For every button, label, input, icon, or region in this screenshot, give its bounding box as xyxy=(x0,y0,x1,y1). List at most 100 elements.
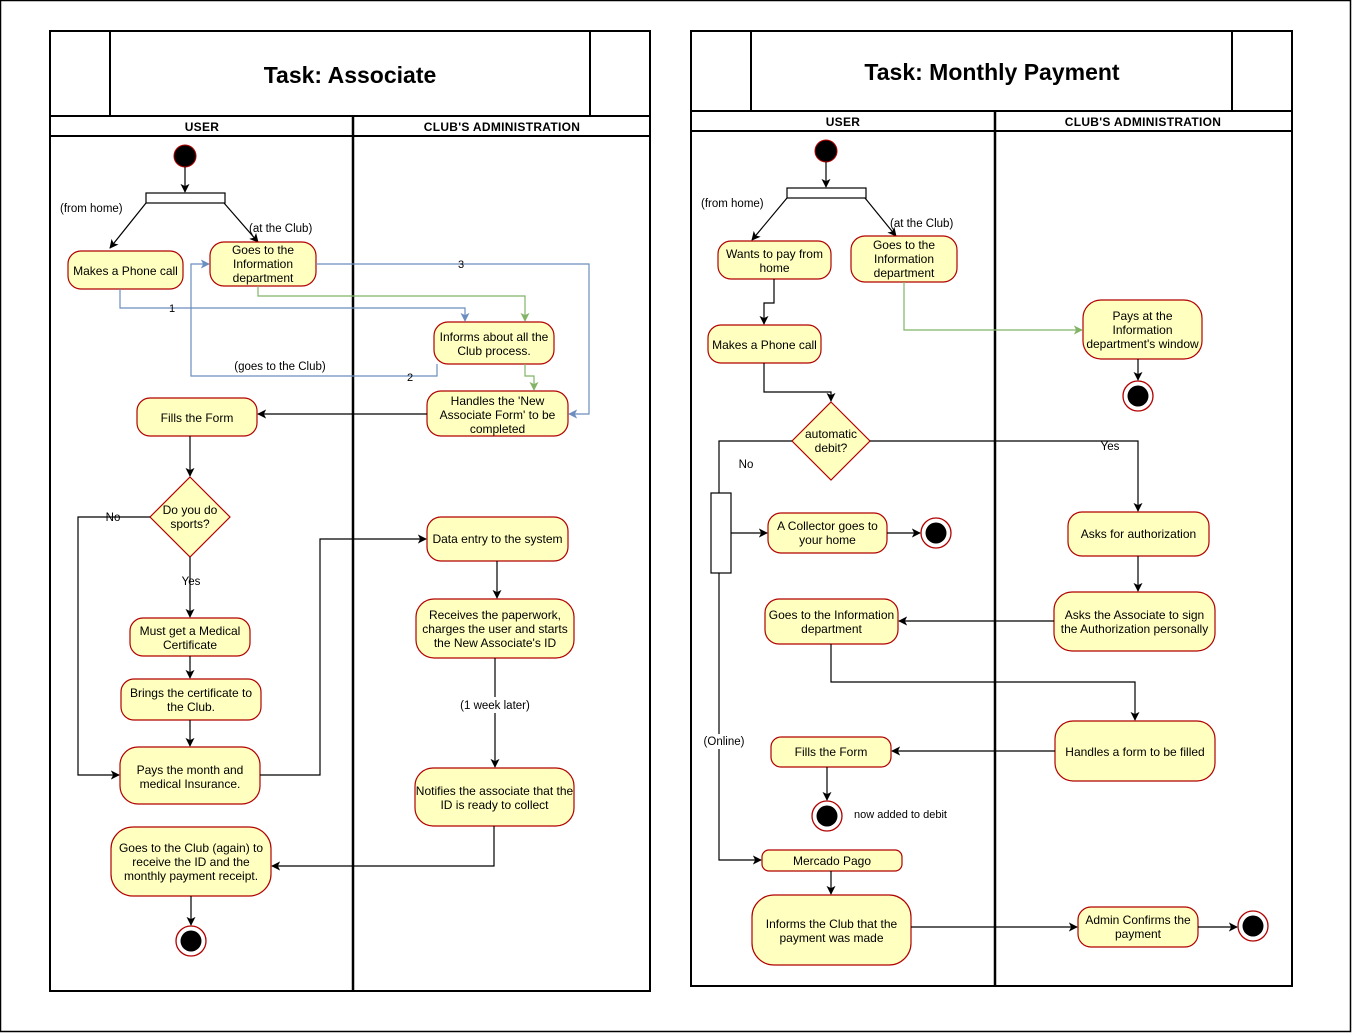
associate-start-node xyxy=(173,144,197,168)
svg-text:automatic: automatic xyxy=(805,427,857,441)
svg-text:Goes to the Club (again) to: Goes to the Club (again) to xyxy=(119,841,263,855)
svg-text:Handles a form to be filled: Handles a form to be filled xyxy=(1065,745,1204,759)
svg-text:payment: payment xyxy=(1115,927,1162,941)
svg-text:Informs about all the: Informs about all the xyxy=(440,330,549,344)
svg-text:sports?: sports? xyxy=(170,517,210,531)
svg-text:Mercado Pago: Mercado Pago xyxy=(793,854,871,868)
activity-asks-authorization: Asks for authorization xyxy=(1067,511,1210,557)
activity-informs-club-payment: Informs the Club that the payment was ma… xyxy=(751,894,912,966)
activity-pays-at-window: Pays at the Information department's win… xyxy=(1082,299,1203,360)
associate-end-node xyxy=(175,925,207,957)
svg-text:monthly payment receipt.: monthly payment receipt. xyxy=(124,869,258,883)
label-goes-to-club: (goes to the Club) xyxy=(234,361,326,373)
flow-label-2: 2 xyxy=(407,372,413,384)
activity-collector-goes: A Collector goes to your home xyxy=(767,512,888,554)
associate-title: Task: Associate xyxy=(264,62,437,88)
monthly-fork-bar xyxy=(786,187,867,199)
decision-automatic-debit: automatic debit? xyxy=(791,401,871,481)
label-week-later: (1 week later) xyxy=(460,700,530,712)
svg-text:Do you do: Do you do xyxy=(163,503,218,517)
svg-text:Fills the Form: Fills the Form xyxy=(161,411,234,425)
svg-text:the Club.: the Club. xyxy=(167,700,215,714)
monthly-end-node-form xyxy=(811,800,843,832)
svg-text:debit?: debit? xyxy=(815,441,848,455)
activity-wants-to-pay: Wants to pay from home xyxy=(717,240,832,280)
activity-data-entry: Data entry to the system xyxy=(426,516,569,562)
activity-admin-confirms: Admin Confirms the payment xyxy=(1077,906,1199,948)
activity-mercado-pago: Mercado Pago xyxy=(761,849,903,872)
monthly-activity-fills-form: Fills the Form xyxy=(770,736,892,768)
svg-text:department's window: department's window xyxy=(1086,337,1199,351)
activity-receives-paperwork: Receives the paperwork, charges the user… xyxy=(415,598,575,659)
activity-asks-associate-sign: Asks the Associate to sign the Authoriza… xyxy=(1053,591,1216,652)
monthly-label-at-club: (at the Club) xyxy=(890,218,953,230)
svg-text:the New Associate's ID: the New Associate's ID xyxy=(434,636,557,650)
associate-fork-bar xyxy=(145,192,226,204)
flow-label-1: 1 xyxy=(169,303,175,315)
svg-text:receive the ID and the: receive the ID and the xyxy=(132,855,250,869)
svg-text:Wants to pay from: Wants to pay from xyxy=(726,247,823,261)
associate-lane-admin: CLUB'S ADMINISTRATION xyxy=(424,120,580,134)
label-yes: Yes xyxy=(182,576,201,588)
monthly-end-node-confirm xyxy=(1237,910,1269,942)
activity-pays-month: Pays the month and medical Insurance. xyxy=(119,746,261,805)
activity-makes-phone-call: Makes a Phone call xyxy=(67,250,184,290)
monthly-label-from-home: (from home) xyxy=(701,198,764,210)
associate-diagram: Task: Associate USER CLUB'S ADMINISTRATI… xyxy=(49,30,651,992)
activity-handles-new-form: Handles the 'New Associate Form' to be c… xyxy=(426,390,569,437)
svg-text:Pays the month and: Pays the month and xyxy=(137,763,244,777)
svg-text:Associate Form' to be: Associate Form' to be xyxy=(440,408,556,422)
svg-text:charges the user and starts: charges the user and starts xyxy=(422,622,567,636)
svg-text:payment was made: payment was made xyxy=(779,931,883,945)
svg-text:Club process.: Club process. xyxy=(457,344,530,358)
associate-frame xyxy=(49,30,651,992)
activity-fills-form: Fills the Form xyxy=(136,397,258,437)
svg-text:Notifies the associate that th: Notifies the associate that the xyxy=(416,784,574,798)
label-no: No xyxy=(106,512,121,524)
svg-text:Goes to the: Goes to the xyxy=(232,243,294,257)
svg-text:Information: Information xyxy=(874,252,934,266)
svg-text:department: department xyxy=(874,266,935,280)
monthly-label-no: No xyxy=(739,459,754,471)
monthly-frame xyxy=(690,30,1293,987)
svg-text:department: department xyxy=(233,271,294,285)
svg-text:Admin Confirms the: Admin Confirms the xyxy=(1085,913,1191,927)
monthly-label-yes: Yes xyxy=(1101,441,1120,453)
associate-lane-user: USER xyxy=(185,120,220,134)
svg-text:the Authorization personally: the Authorization personally xyxy=(1061,622,1208,636)
monthly-vertical-bar xyxy=(710,492,732,574)
svg-text:home: home xyxy=(759,261,789,275)
svg-text:Information: Information xyxy=(233,257,293,271)
svg-text:A Collector goes to: A Collector goes to xyxy=(777,519,878,533)
svg-text:Asks the Associate to sign: Asks the Associate to sign xyxy=(1065,608,1204,622)
monthly-end-node-collector xyxy=(920,517,952,549)
activity-medical-certificate: Must get a Medical Certificate xyxy=(129,617,251,657)
svg-text:Makes a Phone call: Makes a Phone call xyxy=(712,338,817,352)
monthly-lane-user: USER xyxy=(826,115,861,129)
activity-text: Makes a Phone call xyxy=(73,264,178,278)
svg-text:completed: completed xyxy=(470,422,525,436)
svg-text:medical Insurance.: medical Insurance. xyxy=(140,777,241,791)
monthly-end-node-window xyxy=(1122,380,1154,412)
svg-text:Asks for authorization: Asks for authorization xyxy=(1081,527,1196,541)
svg-text:Informs the Club that the: Informs the Club that the xyxy=(766,917,898,931)
activity-goes-club-again: Goes to the Club (again) to receive the … xyxy=(110,826,272,897)
activity-handles-form-filled: Handles a form to be filled xyxy=(1054,720,1216,782)
monthly-lane-admin: CLUB'S ADMINISTRATION xyxy=(1065,115,1221,129)
svg-text:Goes to the: Goes to the xyxy=(873,238,935,252)
label-at-club: (at the Club) xyxy=(249,223,312,235)
svg-text:Goes to the Information: Goes to the Information xyxy=(769,608,894,622)
label-added-to-debit: now added to debit xyxy=(854,809,947,821)
svg-text:Information: Information xyxy=(1112,323,1172,337)
activity-goes-info-dept: Goes to the Information department xyxy=(764,598,899,645)
svg-text:your home: your home xyxy=(799,533,856,547)
monthly-activity-goes-info: Goes to the Information department xyxy=(850,235,958,283)
activity-notifies-associate: Notifies the associate that the ID is re… xyxy=(414,767,575,827)
monthly-title: Task: Monthly Payment xyxy=(864,59,1120,85)
svg-text:Handles the 'New: Handles the 'New xyxy=(451,394,545,408)
flow-label-3: 3 xyxy=(458,259,464,271)
svg-text:Data entry to the system: Data entry to the system xyxy=(432,532,562,546)
